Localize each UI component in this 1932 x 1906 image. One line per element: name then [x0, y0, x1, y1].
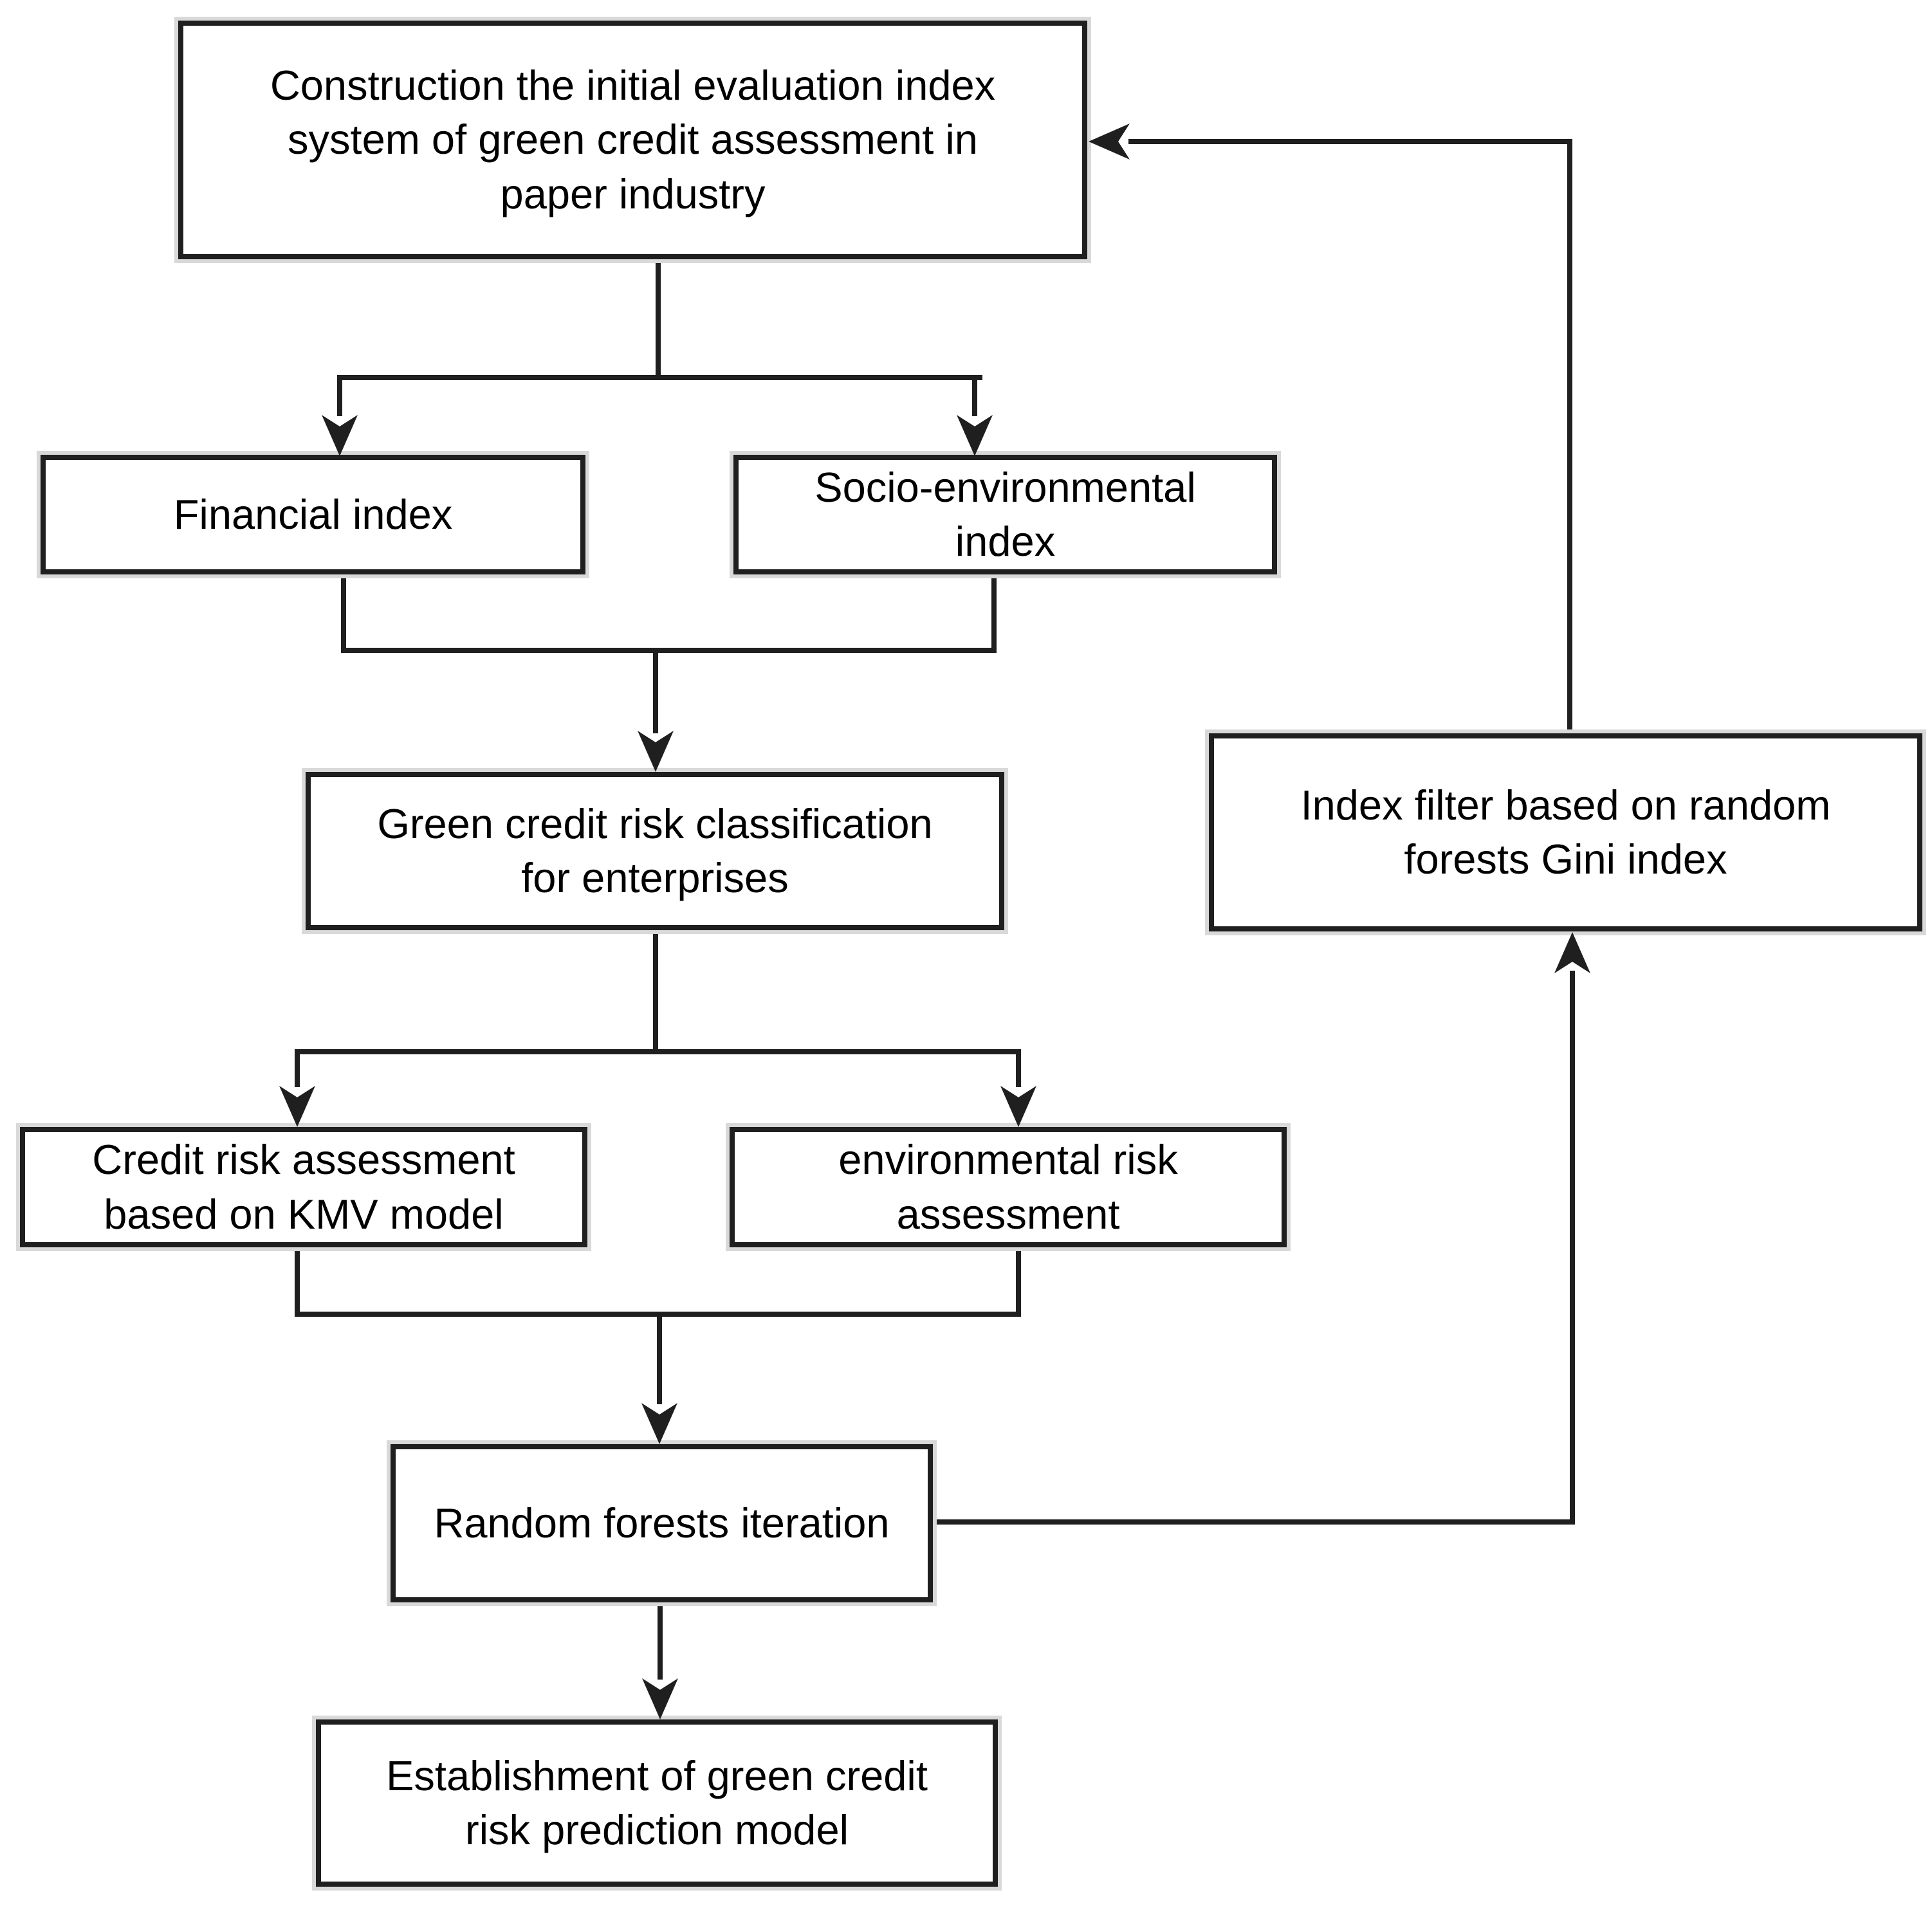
- connector-to-random-forests: [657, 1312, 662, 1404]
- connector-split-top: [337, 375, 982, 380]
- node-socio-environmental-index: Socio-environmental index: [733, 455, 1277, 574]
- node-construction: Construction the initial evaluation inde…: [178, 21, 1087, 259]
- connector-split-row3: [295, 1049, 1021, 1054]
- connector-index-filter-up: [1567, 139, 1572, 736]
- connector-to-classification: [653, 648, 658, 733]
- node-socio-environmental-index-label: Socio-environmental index: [814, 463, 1196, 565]
- node-establishment-prediction-model-label: Establishment of green credit risk predi…: [386, 1752, 928, 1854]
- connector-to-environmental: [1016, 1049, 1021, 1087]
- arrowhead-into-random-forests: [641, 1403, 677, 1444]
- connector-environmental-down: [1016, 1245, 1021, 1317]
- connector-socio-down: [991, 573, 997, 653]
- arrowhead-into-index-filter: [1554, 932, 1590, 973]
- arrowhead-into-financial: [322, 415, 358, 456]
- connector-credit-kmv-down: [295, 1245, 300, 1317]
- arrowhead-into-construction: [1089, 124, 1130, 160]
- node-financial-index-label: Financial index: [173, 490, 453, 538]
- arrowhead-into-classification: [638, 731, 674, 772]
- arrowhead-into-establishment: [642, 1678, 678, 1719]
- arrowhead-into-credit-kmv: [279, 1086, 315, 1127]
- node-random-forests-iteration: Random forests iteration: [391, 1444, 933, 1602]
- connector-to-financial: [337, 375, 342, 416]
- node-random-forests-iteration-label: Random forests iteration: [434, 1499, 890, 1546]
- node-credit-risk-kmv: Credit risk assessment based on KMV mode…: [20, 1127, 587, 1247]
- connector-feedback-left: [1128, 139, 1572, 144]
- connector-random-forests-down: [658, 1600, 663, 1680]
- connector-merge-row2: [341, 648, 997, 653]
- node-green-credit-risk-classification-label: Green credit risk classification for ent…: [377, 800, 933, 902]
- arrowhead-into-environmental: [1000, 1086, 1036, 1127]
- node-financial-index: Financial index: [41, 455, 585, 574]
- connector-financial-down: [341, 573, 346, 653]
- node-environmental-risk-assessment-label: environmental risk assessment: [838, 1136, 1178, 1238]
- connector-to-credit-kmv: [295, 1049, 300, 1087]
- node-credit-risk-kmv-label: Credit risk assessment based on KMV mode…: [92, 1136, 515, 1238]
- node-green-credit-risk-classification: Green credit risk classification for ent…: [306, 772, 1004, 930]
- connector-to-socio: [972, 375, 977, 416]
- connector-classification-down: [653, 928, 658, 1054]
- node-establishment-prediction-model: Establishment of green credit risk predi…: [316, 1719, 998, 1887]
- arrowhead-into-socio: [957, 415, 993, 456]
- connector-random-forests-right: [930, 1519, 1575, 1525]
- connector-up-to-index-filter: [1570, 971, 1575, 1525]
- node-index-filter-gini: Index filter based on random forests Gin…: [1209, 733, 1922, 931]
- connector-construction-down: [656, 257, 661, 380]
- node-index-filter-gini-label: Index filter based on random forests Gin…: [1300, 781, 1831, 883]
- node-construction-label: Construction the initial evaluation inde…: [270, 61, 996, 217]
- node-environmental-risk-assessment: environmental risk assessment: [730, 1127, 1287, 1247]
